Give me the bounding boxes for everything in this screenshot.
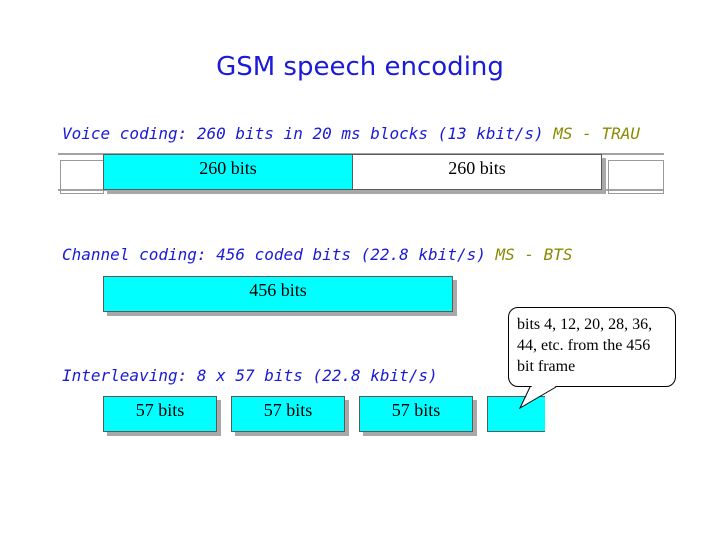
channel-coding-suffix: MS - BTS bbox=[495, 245, 573, 264]
voice-coding-suffix: MS - TRAU bbox=[553, 124, 640, 143]
interleave-block-1-label: 57 bits bbox=[135, 400, 185, 420]
interleaving-label: Interleaving: 8 x 57 bits (22.8 kbit/s) bbox=[62, 366, 438, 385]
voice-block-2: 260 bits bbox=[352, 154, 602, 190]
next-frame-block bbox=[608, 160, 664, 194]
previous-frame-block bbox=[60, 160, 104, 194]
interleave-block-2-label: 57 bits bbox=[263, 400, 313, 420]
interleave-block-3-label: 57 bits bbox=[391, 400, 441, 420]
voice-coding-text: Voice coding: 260 bits in 20 ms blocks (… bbox=[62, 124, 544, 143]
voice-block-1: 260 bits bbox=[103, 154, 353, 190]
voice-block-2-label: 260 bits bbox=[448, 158, 506, 178]
interleave-block-2: 57 bits bbox=[231, 396, 345, 432]
channel-block-label: 456 bits bbox=[249, 280, 307, 300]
callout-text: bits 4, 12, 20, 28, 36, 44, etc. from th… bbox=[517, 316, 653, 375]
channel-block: 456 bits bbox=[103, 276, 453, 312]
voice-block-1-label: 260 bits bbox=[199, 158, 257, 178]
interleave-block-3: 57 bits bbox=[359, 396, 473, 432]
voice-coding-label: Voice coding: 260 bits in 20 ms blocks (… bbox=[62, 124, 640, 143]
channel-coding-text: Channel coding: 456 coded bits (22.8 kbi… bbox=[62, 245, 486, 264]
callout-bubble: bits 4, 12, 20, 28, 36, 44, etc. from th… bbox=[508, 307, 676, 387]
interleaving-text: Interleaving: 8 x 57 bits (22.8 kbit/s) bbox=[62, 366, 438, 385]
interleave-block-4-partial bbox=[487, 396, 545, 432]
channel-coding-label: Channel coding: 456 coded bits (22.8 kbi… bbox=[62, 245, 573, 264]
interleave-block-1: 57 bits bbox=[103, 396, 217, 432]
page-title: GSM speech encoding bbox=[216, 52, 504, 82]
